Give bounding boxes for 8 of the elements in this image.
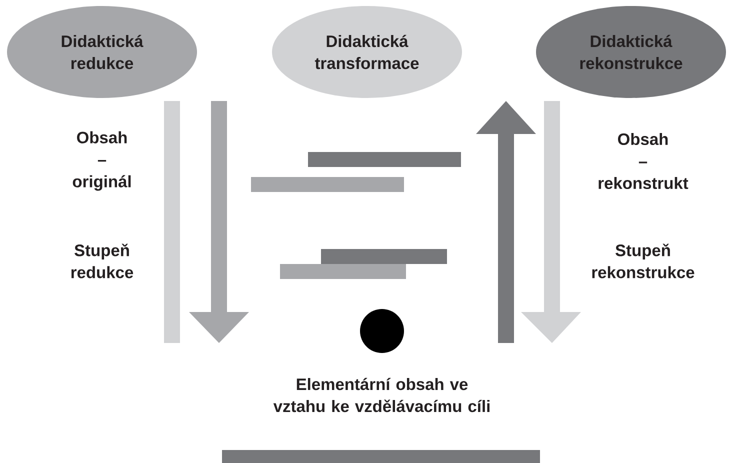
ellipse-node: Didaktická rekonstrukce [536, 6, 726, 98]
label-text: Stupeň rekonstrukce [592, 244, 694, 278]
label-text: Obsah – originál [72, 131, 131, 191]
label-text: Stupeň redukce [71, 244, 134, 278]
ellipse-node: Didaktická transformace [272, 6, 462, 98]
label-text: Elementární obsah ve vztahu ke vzdělávacímu cíli [273, 378, 490, 412]
label-text: Obsah – rekonstrukt [598, 132, 688, 190]
ellipse-node: Didaktická redukce [7, 6, 197, 98]
